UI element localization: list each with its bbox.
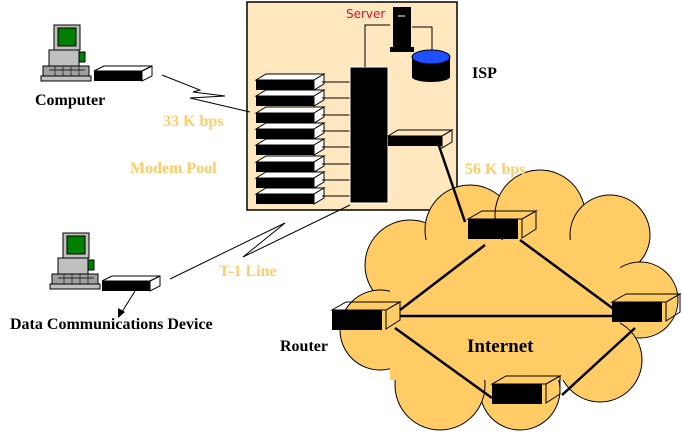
computer-icon	[40, 24, 92, 82]
data-comm-device-label: Data Communications Device	[10, 316, 213, 333]
computer-label: Computer	[35, 92, 106, 109]
data-comm-device-icon	[101, 275, 161, 292]
modem-pool	[255, 73, 325, 205]
database-icon	[411, 49, 451, 82]
router-label: Router	[280, 338, 328, 355]
internet-links	[394, 139, 636, 400]
internet-label: Internet	[467, 336, 534, 357]
access-server	[349, 66, 389, 204]
isp-label: ISP	[472, 65, 497, 82]
dialup-link	[161, 74, 251, 113]
t1-line-label: T-1 Line	[219, 263, 277, 280]
server-label: Server	[346, 7, 386, 21]
modem-pool-label: Modem Pool	[130, 160, 217, 177]
speed-56-label: 56 K bps	[465, 161, 526, 178]
modem-icon	[93, 65, 153, 82]
computer-icon-2	[49, 232, 101, 290]
t1-link	[169, 204, 351, 280]
server-icon	[393, 7, 411, 47]
speed-33-label: 33 K bps	[163, 113, 224, 130]
